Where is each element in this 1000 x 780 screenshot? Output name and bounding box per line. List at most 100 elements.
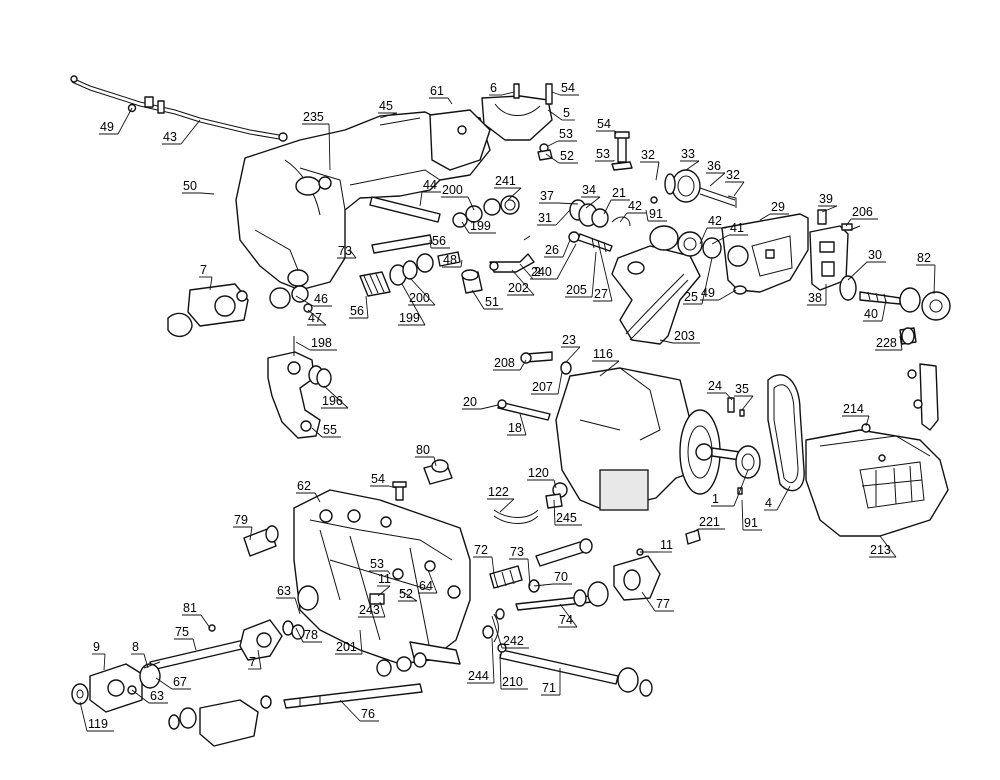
- callout-label: 116: [593, 347, 613, 361]
- callout-leader: [401, 283, 426, 326]
- callout-label: 214: [843, 402, 864, 416]
- callout-leader: [359, 629, 363, 655]
- callout-5: 5: [547, 106, 575, 121]
- callout-label: 213: [870, 543, 891, 557]
- callout-label: 80: [416, 443, 430, 457]
- callout-leader: [557, 371, 563, 395]
- callout-198: 198: [295, 336, 337, 351]
- guard-bracket-5: [481, 83, 553, 161]
- callout-1: 1: [711, 469, 749, 507]
- callout-label: 25: [684, 290, 698, 304]
- key-24-35: [727, 397, 745, 495]
- shaft-76: [168, 683, 423, 747]
- callout-199: 199: [398, 283, 426, 326]
- callout-label: 119: [88, 717, 108, 731]
- callout-label: 221: [699, 515, 720, 529]
- callout-label: 27: [594, 287, 608, 301]
- callout-202: 202: [507, 269, 535, 296]
- spindle-parts-31-21: [568, 199, 631, 253]
- callout-leader: [328, 123, 331, 171]
- shafts-44-56: [369, 195, 520, 254]
- callout-leader: [659, 339, 674, 344]
- callout-48: 48: [442, 253, 463, 268]
- callout-leader: [379, 112, 398, 119]
- callout-leader: [699, 227, 708, 245]
- rods-72-70-74: [489, 538, 609, 611]
- callout-label: 34: [582, 183, 596, 197]
- callout-label: 39: [819, 192, 833, 206]
- callout-label: 242: [503, 634, 524, 648]
- callout-leader: [711, 234, 730, 245]
- callout-leader: [192, 638, 197, 651]
- callout-77: 77: [641, 591, 674, 612]
- callout-label: 18: [508, 421, 522, 435]
- callout-23: 23: [561, 333, 581, 363]
- callout-label: 73: [510, 545, 524, 559]
- callout-leader: [200, 192, 215, 195]
- callout-leader: [547, 109, 563, 121]
- callout-leader: [311, 427, 323, 438]
- callout-leader: [899, 335, 903, 351]
- callout-53: 53: [369, 557, 391, 575]
- callout-leader: [294, 597, 301, 615]
- callout-label: 37: [540, 189, 554, 203]
- callout-196: 196: [321, 385, 349, 409]
- callout-leader: [519, 359, 527, 371]
- callout-228: 228: [875, 335, 903, 351]
- callout-leader: [461, 221, 470, 234]
- callout-leader: [491, 556, 495, 575]
- callout-64: 64: [418, 569, 438, 594]
- callout-78: 78: [295, 627, 322, 643]
- callout-label: 44: [423, 178, 437, 192]
- callout-leader: [881, 299, 887, 322]
- callout-label: 11: [660, 538, 673, 552]
- callout-leader: [527, 558, 531, 587]
- callout-43: 43: [162, 119, 201, 145]
- callout-235: 235: [302, 110, 331, 171]
- callout-leader: [645, 209, 649, 222]
- callout-leader: [209, 276, 213, 291]
- callout-leader: [491, 615, 503, 649]
- callout-4: 4: [764, 485, 791, 511]
- callout-20: 20: [462, 395, 499, 410]
- callout-leader: [655, 161, 660, 181]
- callout-56: 56: [349, 295, 369, 319]
- callout-81: 81: [182, 601, 211, 629]
- callout-207: 207: [531, 371, 563, 395]
- belt-cover-213: [805, 363, 949, 537]
- callout-210: 210: [499, 653, 528, 690]
- callout-label: 198: [311, 336, 332, 350]
- callout-leader: [599, 249, 613, 302]
- callout-54: 54: [551, 81, 579, 96]
- callout-label: 7: [249, 655, 256, 669]
- callout-50: 50: [182, 179, 215, 195]
- callout-42: 42: [699, 214, 726, 245]
- callout-label: 245: [556, 511, 577, 525]
- callout-leader: [776, 485, 791, 511]
- callout-71: 71: [541, 668, 561, 696]
- callout-44: 44: [419, 178, 441, 207]
- callout-leader: [155, 677, 173, 690]
- callout-221: 221: [693, 515, 725, 533]
- callout-leader: [419, 191, 423, 207]
- callout-leader: [553, 479, 557, 489]
- callout-leader: [427, 569, 438, 594]
- callout-leader: [307, 309, 327, 326]
- callout-label: 32: [641, 148, 655, 162]
- callout-label: 7: [200, 263, 207, 277]
- callout-label: 2: [534, 265, 541, 279]
- callout-62: 62: [296, 479, 321, 503]
- callout-38: 38: [807, 284, 827, 306]
- callout-leader: [733, 469, 749, 507]
- callout-73: 73: [337, 244, 357, 259]
- callout-72: 72: [473, 543, 495, 575]
- callout-label: 207: [532, 380, 553, 394]
- callout-200: 200: [408, 277, 436, 306]
- plate-29: [721, 213, 809, 295]
- callout-213: 213: [869, 535, 897, 558]
- callout-leader: [847, 261, 868, 281]
- callout-label: 23: [562, 333, 576, 347]
- callout-120: 120: [527, 466, 557, 489]
- callout-label: 201: [336, 640, 357, 654]
- callout-label: 52: [560, 149, 574, 163]
